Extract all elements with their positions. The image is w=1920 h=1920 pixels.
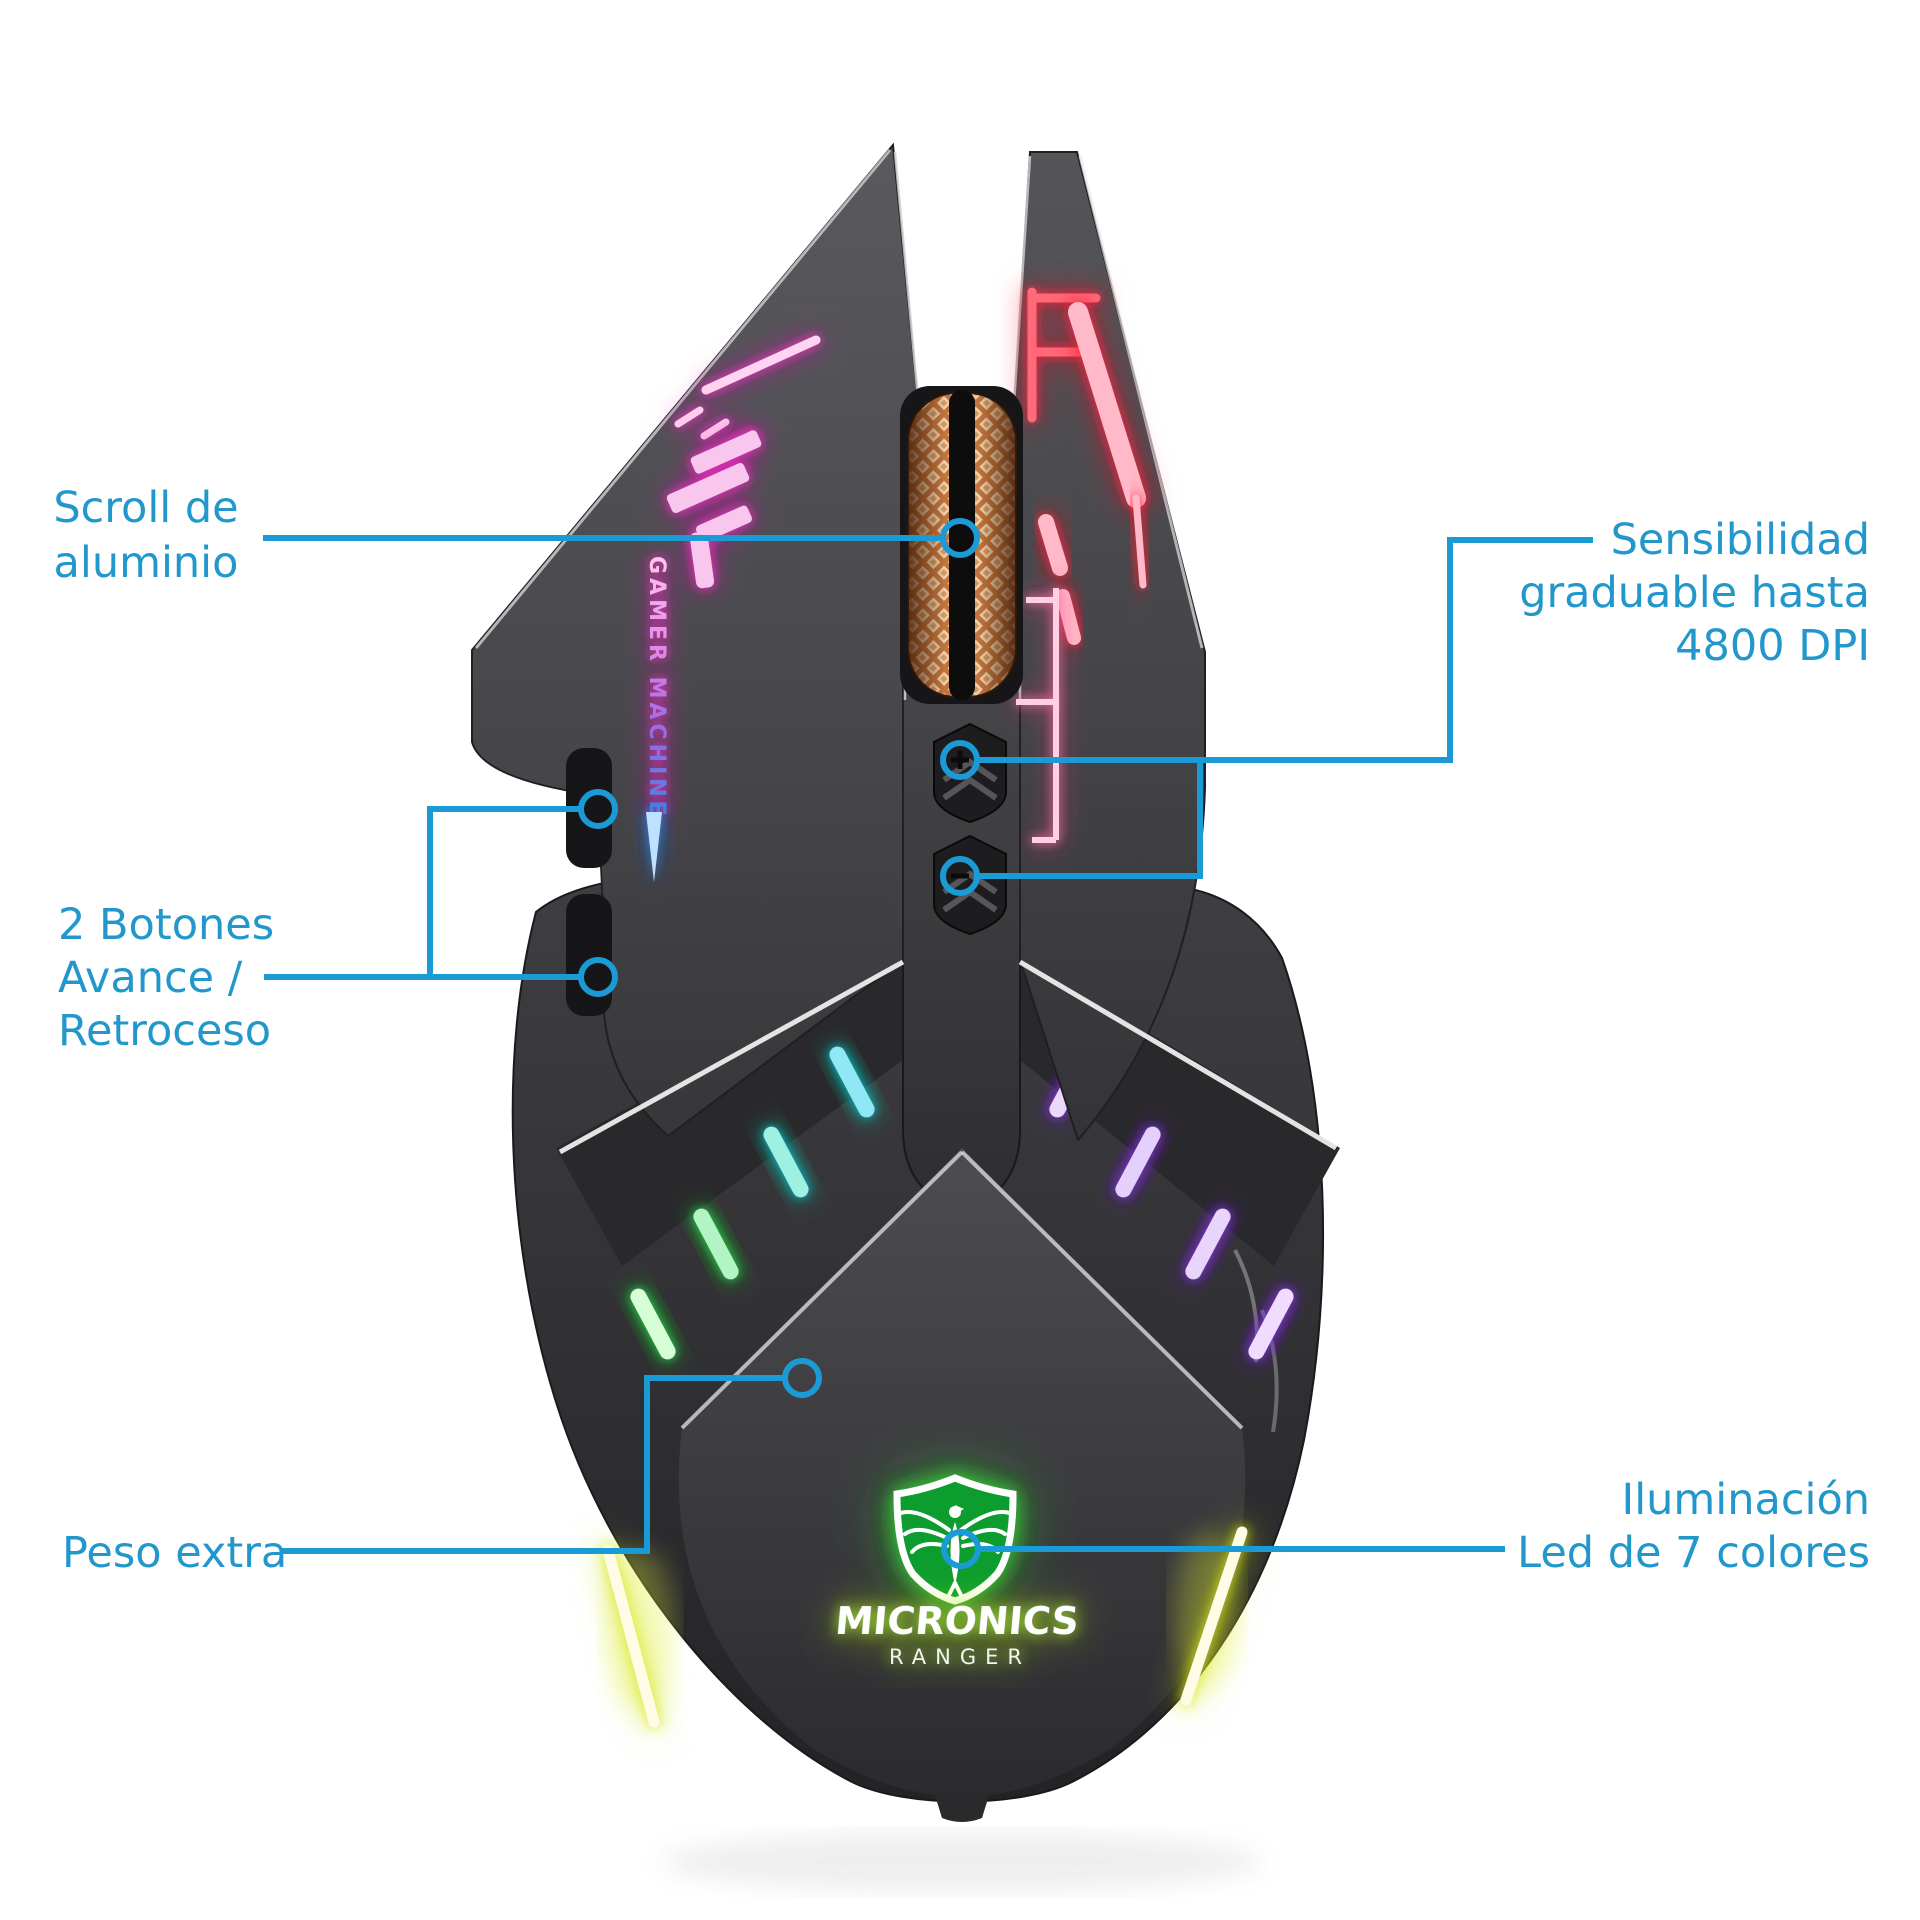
scroll-wheel — [900, 386, 1023, 704]
label-line: Scroll de — [53, 483, 239, 533]
label-line: 4800 DPI — [1675, 621, 1870, 671]
leader-dpi-plus — [978, 537, 1593, 763]
left-button-light-pattern: GAMER MACHINE — [644, 335, 821, 882]
leader-dpi-minus — [978, 763, 1203, 879]
button-bottom-edge-left — [558, 959, 905, 1155]
cable-notch — [934, 1792, 990, 1822]
bottom-led-strips — [602, 1526, 1248, 1728]
callout-led-label: Iluminación Led de 7 colores — [1517, 1474, 1870, 1580]
dpi-scale-indicator — [1016, 588, 1059, 843]
side-button-forward — [566, 748, 612, 868]
label-line: aluminio — [53, 538, 239, 588]
leader-side-forward — [427, 806, 580, 977]
ring-dpi-minus — [940, 856, 980, 896]
ring-weight — [782, 1358, 822, 1398]
leader-weight — [280, 1375, 784, 1554]
label-line: Retroceso — [58, 1006, 272, 1056]
callout-leader-lines — [263, 535, 1593, 1554]
dpi-plus-minus-marks — [951, 751, 969, 879]
ring-led — [941, 1529, 981, 1569]
label-line: Avance / — [58, 953, 243, 1003]
label-line: Led de 7 colores — [1517, 1528, 1870, 1578]
brand-text: MICRONICS — [834, 1599, 1081, 1643]
label-line: Sensibilidad — [1610, 515, 1870, 565]
palm-rest — [678, 1148, 1246, 1797]
side-button-back — [566, 894, 612, 1016]
right-button-light-pattern — [1016, 287, 1147, 843]
model-text: RANGER — [889, 1645, 1031, 1669]
engraving-arrow — [646, 812, 662, 882]
label-line: Peso extra — [62, 1528, 288, 1578]
side-buttons — [566, 748, 612, 1016]
label-line: 2 Botones — [58, 900, 275, 950]
callout-side-buttons-label: 2 Botones Avance / Retroceso — [58, 899, 274, 1058]
ring-scroll-wheel — [940, 518, 980, 558]
scroll-wheel-groove — [949, 390, 975, 700]
brand-logo: MICRONICS RANGER — [834, 1474, 1081, 1669]
floor-shadow — [662, 1832, 1262, 1892]
ring-side-forward — [578, 789, 618, 829]
button-bottom-edge-right — [1018, 959, 1338, 1151]
ring-dpi-plus — [940, 740, 980, 780]
callout-sensitivity-label: Sensibilidad graduable hasta 4800 DPI — [1519, 514, 1870, 673]
label-line: graduable hasta — [1519, 568, 1870, 618]
led-band-left — [556, 955, 903, 1266]
ring-side-back — [578, 957, 618, 997]
callout-extra-weight-label: Peso extra — [62, 1527, 287, 1580]
eagle-icon — [896, 1505, 1014, 1601]
label-line: Iluminación — [1621, 1475, 1870, 1525]
callout-scroll-label: Scroll de aluminio — [40, 481, 252, 591]
engraving-text: GAMER MACHINE — [644, 556, 669, 820]
callout-rings — [578, 518, 981, 1569]
